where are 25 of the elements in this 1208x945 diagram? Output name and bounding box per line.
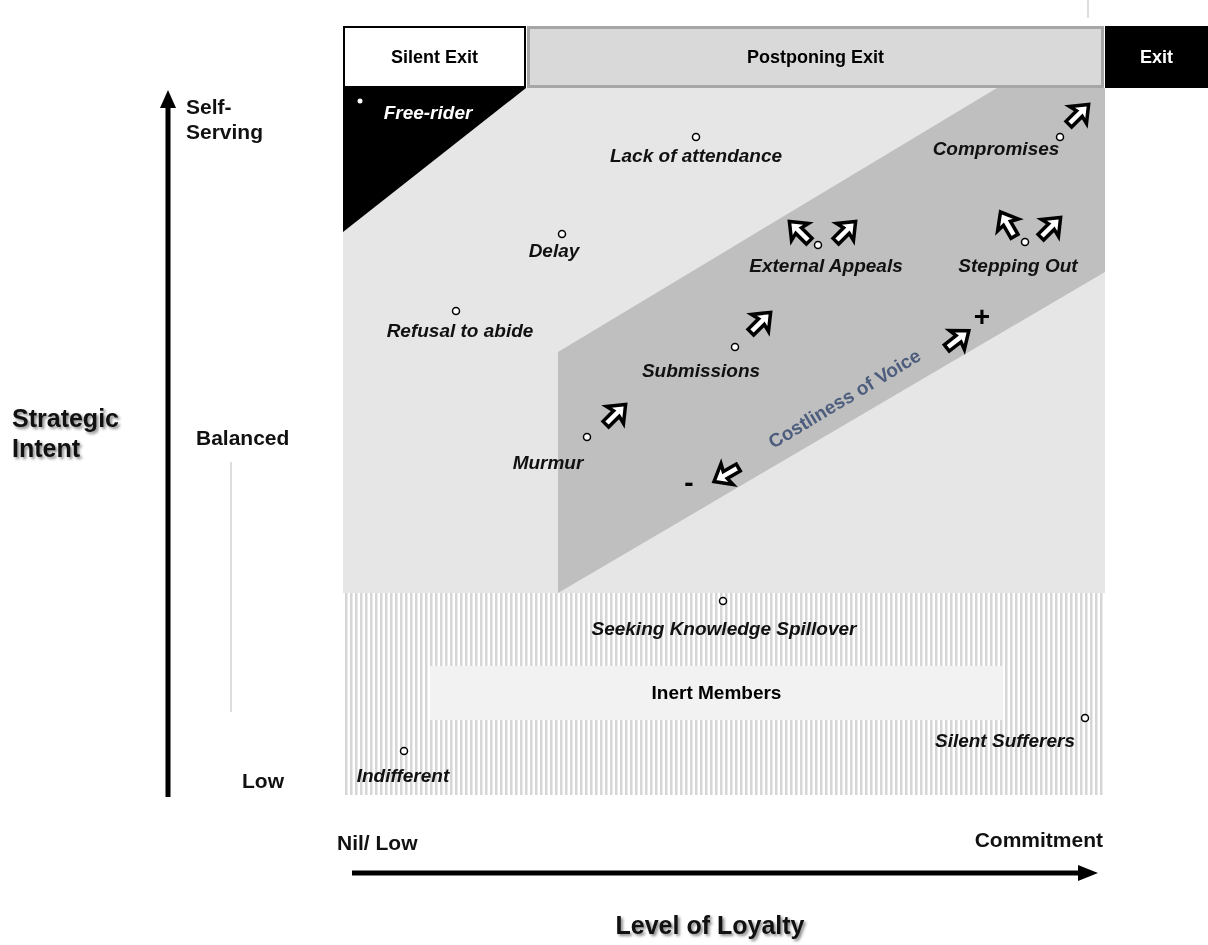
point-label: Seeking Knowledge Spillover xyxy=(591,618,857,641)
point-label: Refusal to abide xyxy=(386,320,534,343)
point-label: Delay xyxy=(528,240,580,263)
axis-tick-label: Nil/ Low xyxy=(337,830,418,856)
minus-sign: - xyxy=(684,466,694,500)
group-box: Inert Members xyxy=(430,666,1003,720)
point-label: Silent Sufferers xyxy=(934,730,1076,753)
axis-title: Level of Loyalty xyxy=(615,910,805,940)
header-box: Exit xyxy=(1105,26,1208,88)
point-label: Free-rider xyxy=(383,102,473,125)
point-label: Stepping Out xyxy=(958,255,1078,278)
header-box: Silent Exit xyxy=(343,26,526,88)
axis-tick-label: Low xyxy=(242,768,284,794)
point-label: Submissions xyxy=(641,360,761,383)
point-label: Murmur xyxy=(512,452,584,475)
plus-sign: + xyxy=(973,300,991,334)
axis-title: Strategic Intent xyxy=(12,403,120,463)
axis-tick-label: Balanced xyxy=(196,425,290,451)
axis-tick-label: Commitment xyxy=(974,827,1103,853)
point-label: External Appeals xyxy=(749,255,903,278)
point-label: Indifferent xyxy=(356,765,450,788)
point-label: Compromises xyxy=(932,138,1060,161)
point-label: Lack of attendance xyxy=(609,145,783,168)
axis-tick-label: Self- Serving xyxy=(186,94,265,145)
header-box: Postponing Exit xyxy=(527,26,1104,88)
